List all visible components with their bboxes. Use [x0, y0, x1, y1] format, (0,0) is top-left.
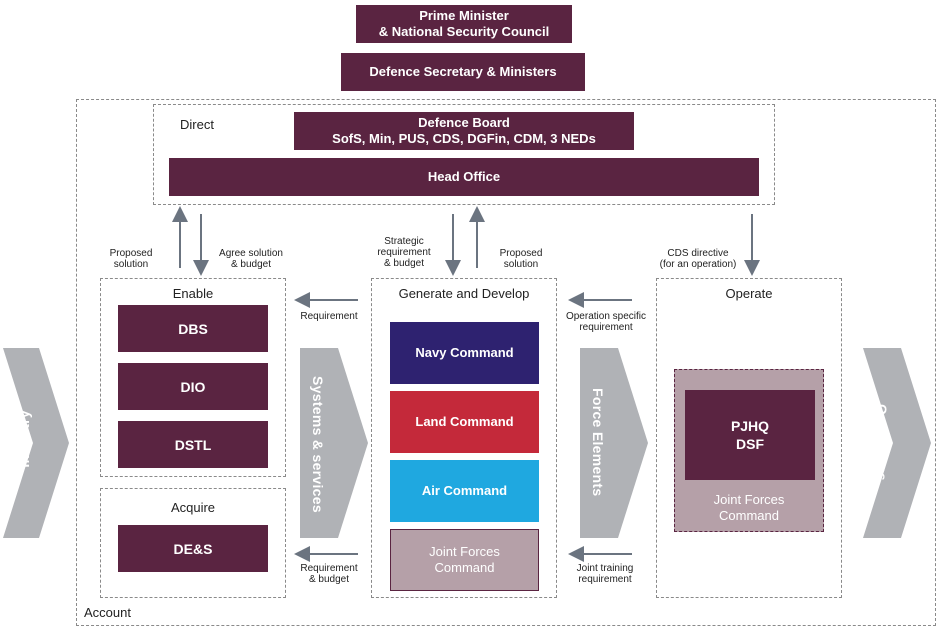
dio-box: DIO — [118, 363, 268, 410]
acquire-region — [100, 488, 286, 598]
jfc-operate-label: Joint Forces Command — [713, 492, 785, 523]
prime-minister-box: Prime Minister & National Security Counc… — [356, 5, 572, 43]
pjhq-box: PJHQ DSF — [685, 390, 815, 480]
defence-board-box: Defence Board SofS, Min, PUS, CDS, DGFin… — [294, 112, 634, 150]
force-elements-label: Force Elements — [590, 388, 606, 497]
operations-label: Operations — [874, 404, 890, 481]
des-box: DE&S — [118, 525, 268, 572]
label-requirement: Requirement — [300, 311, 358, 322]
account-label: Account — [84, 605, 131, 620]
label-agree-solution: Agree solution & budget — [219, 248, 283, 270]
generate-region — [371, 278, 557, 598]
operations-chevron — [863, 348, 931, 538]
systems-label: Systems & services — [310, 376, 326, 513]
air-command-box: Air Command — [390, 460, 539, 522]
land-command-box: Land Command — [390, 391, 539, 453]
defence-board-title: Defence Board — [418, 115, 510, 130]
dbs-box: DBS — [118, 305, 268, 352]
label-joint-training: Joint training requirement — [576, 563, 634, 585]
head-office-label: Head Office — [427, 169, 501, 184]
label-proposed-solution-mid: Proposed solution — [499, 248, 543, 270]
force-elements-chevron — [580, 348, 648, 538]
account-region — [76, 99, 936, 626]
head-office-box: Head Office — [169, 158, 759, 196]
direct-label: Direct — [180, 117, 214, 132]
pm-line1: Prime Minister — [419, 8, 509, 23]
dstl-box: DSTL — [118, 421, 268, 468]
label-proposed-solution-left: Proposed solution — [109, 248, 153, 270]
industry-label: Industry — [16, 410, 32, 468]
operate-region — [656, 278, 842, 598]
generate-label: Generate and Develop — [398, 286, 530, 301]
defence-secretary-box: Defence Secretary & Ministers — [341, 53, 585, 91]
industry-chevron — [3, 348, 69, 538]
label-cds-directive: CDS directive (for an operation) — [659, 248, 737, 270]
operate-label: Operate — [725, 286, 773, 301]
label-requirement-budget: Requirement & budget — [300, 563, 358, 585]
systems-chevron — [300, 348, 368, 538]
defence-board-members: SofS, Min, PUS, CDS, DGFin, CDM, 3 NEDs — [332, 131, 596, 146]
defsec-label: Defence Secretary & Ministers — [369, 64, 557, 79]
acquire-label: Acquire — [170, 500, 216, 515]
enable-label: Enable — [172, 286, 214, 301]
label-strategic-requirement: Strategic requirement & budget — [377, 236, 431, 269]
label-operation-specific: Operation specific requirement — [565, 311, 647, 333]
pm-line2: & National Security Council — [378, 24, 550, 39]
navy-command-box: Navy Command — [390, 322, 539, 384]
enable-region — [100, 278, 286, 477]
joint-forces-command-box: Joint Forces Command — [390, 529, 539, 591]
direct-region — [153, 104, 775, 205]
